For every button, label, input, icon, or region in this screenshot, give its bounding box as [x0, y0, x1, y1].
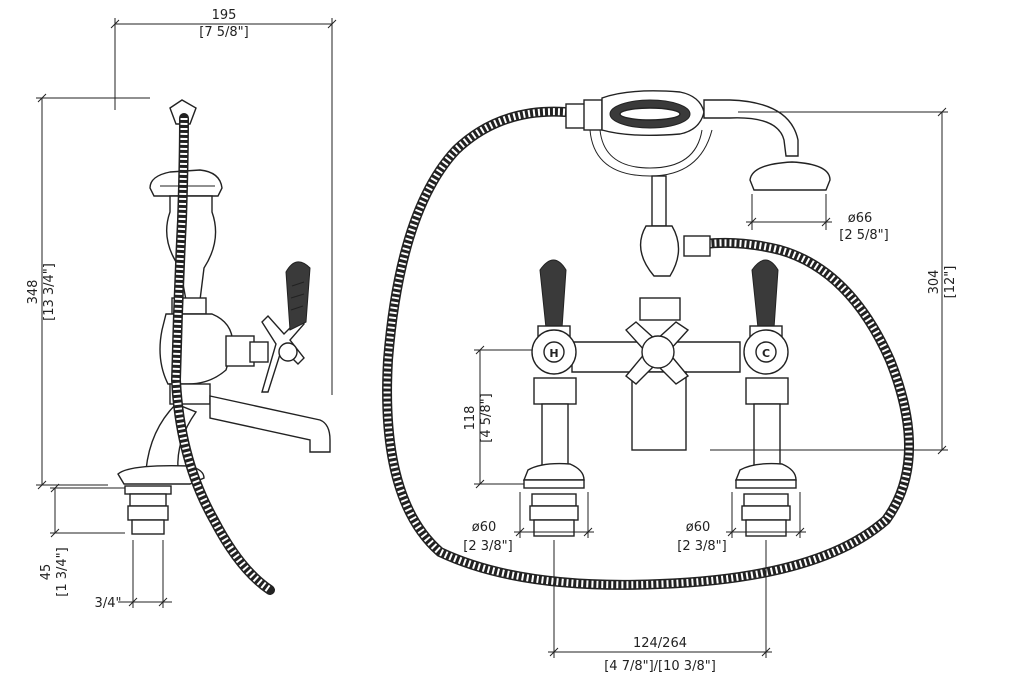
side-hose [170, 113, 275, 595]
front-height-in: [12"] [943, 266, 958, 299]
head-diameter-dimension: ø66 [2 5/8"] [746, 194, 889, 243]
cold-indicator-label: C [762, 347, 770, 360]
right-base-mm: ø60 [686, 520, 711, 535]
side-thread-label: 3/4" [95, 596, 122, 611]
hot-indicator-label: H [549, 347, 558, 360]
centers-in: [4 7/8"]/[10 3/8"] [604, 659, 716, 674]
side-shank-in: [1 3/4"] [55, 547, 70, 596]
left-base-in: [2 3/8"] [463, 539, 512, 554]
cold-lever-handle-icon [751, 259, 779, 329]
hot-indicator-icon [543, 341, 565, 363]
front-center-body [571, 297, 741, 451]
side-width-in: [7 5/8"] [199, 25, 248, 40]
valve-height-mm: 118 [463, 406, 478, 431]
side-height-in: [13 3/4"] [42, 263, 57, 321]
front-view: H C [382, 90, 958, 674]
side-width-dimension: 195 [7 5/8"] [110, 8, 337, 395]
front-height-dimension: 304 [12"] [710, 107, 958, 455]
side-view: 195 [7 5/8"] 348 [13 3/4"] 45 [1 3/4"] [26, 8, 337, 611]
front-handset [565, 90, 831, 277]
head-diameter-mm: ø66 [848, 211, 873, 226]
head-diameter-in: [2 5/8"] [839, 228, 888, 243]
side-shank-mm: 45 [39, 564, 54, 581]
front-cold-valve: C [734, 259, 797, 537]
front-height-mm: 304 [927, 270, 942, 295]
centers-dimension: 124/264 [4 7/8"]/[10 3/8"] [548, 540, 772, 674]
side-height-dimension: 348 [13 3/4"] [26, 93, 150, 490]
left-base-mm: ø60 [472, 520, 497, 535]
side-tap-body [117, 99, 331, 535]
left-base-dimension: ø60 [2 3/8"] [463, 492, 594, 554]
right-base-in: [2 3/8"] [677, 539, 726, 554]
side-thread-dimension: 3/4" [95, 540, 172, 611]
right-base-dimension: ø60 [2 3/8"] [677, 492, 806, 554]
side-height-mm: 348 [26, 280, 41, 305]
centers-mm: 124/264 [633, 636, 687, 651]
side-shank-dimension: 45 [1 3/4"] [39, 483, 125, 597]
valve-height-dimension: 118 [4 5/8"] [463, 345, 532, 489]
valve-height-in: [4 5/8"] [479, 393, 494, 442]
cold-indicator-icon [755, 341, 777, 363]
side-width-mm: 195 [212, 8, 237, 23]
hot-lever-handle-icon [539, 259, 567, 329]
front-hot-valve: H [522, 259, 585, 537]
front-hose [382, 106, 914, 590]
